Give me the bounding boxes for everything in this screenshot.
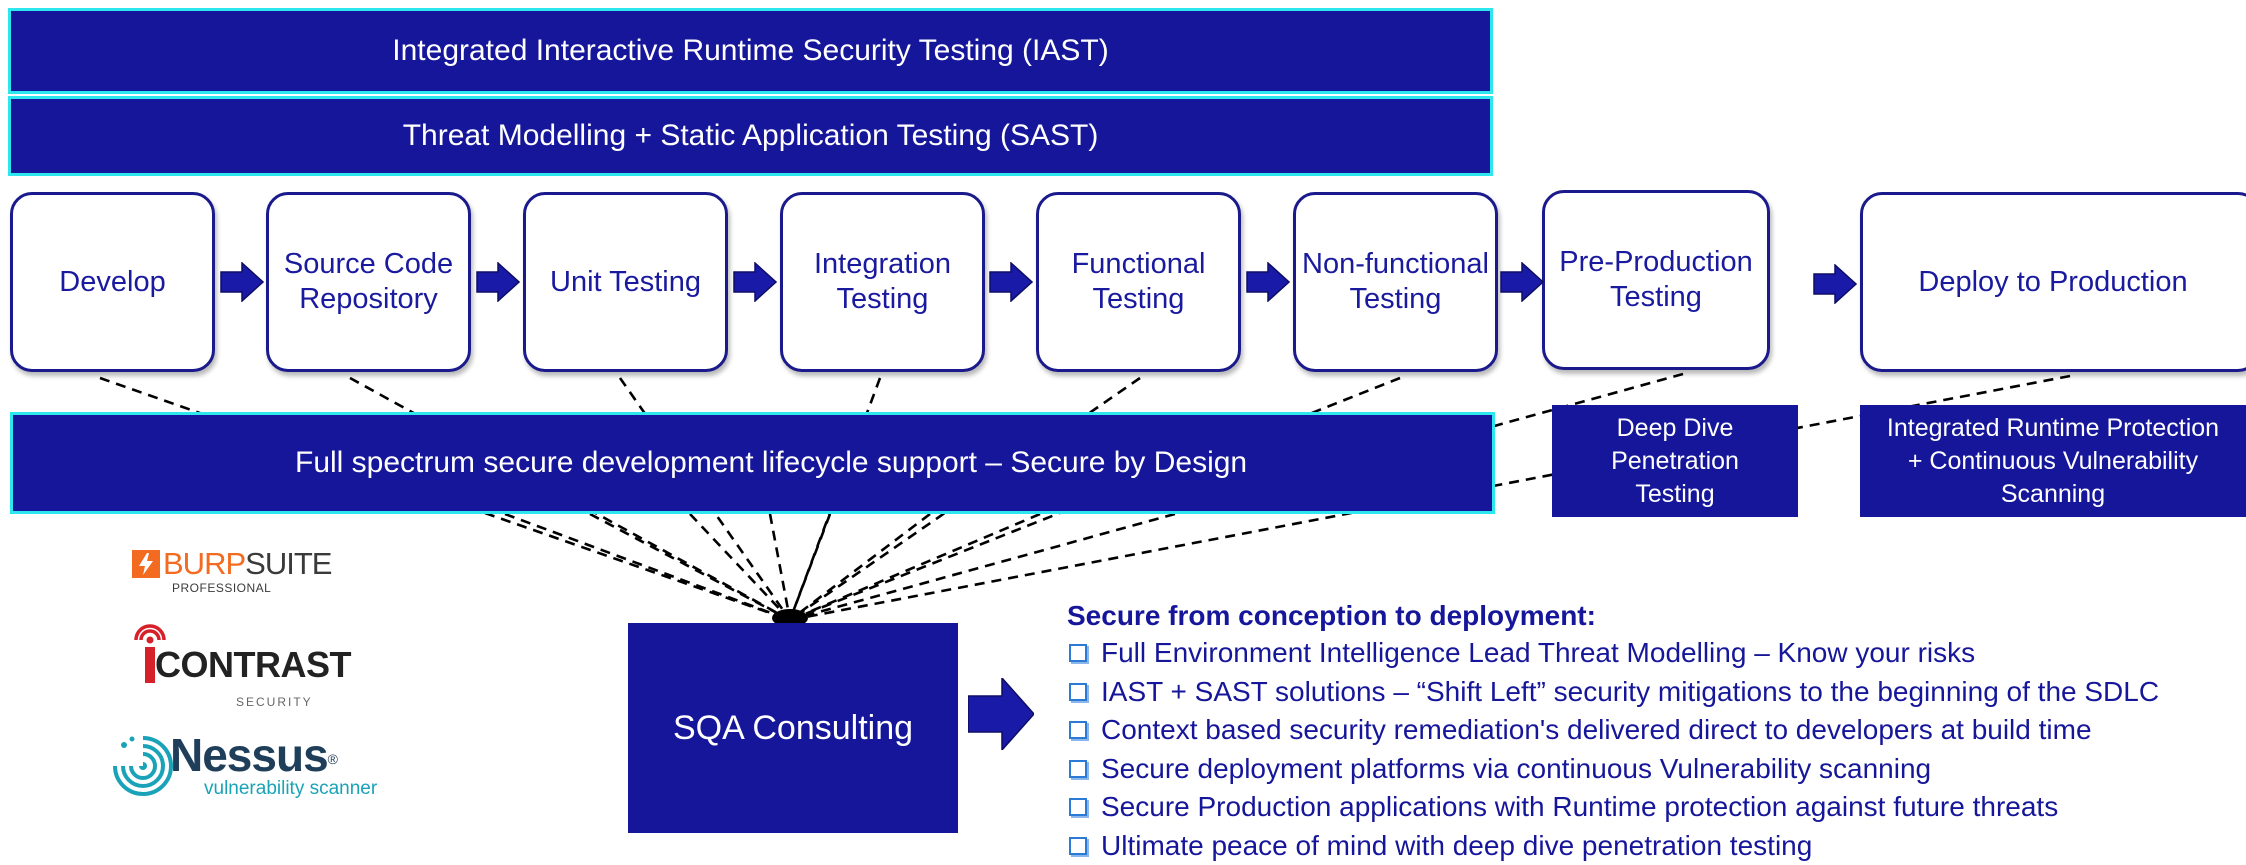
list-item: Full Environment Intelligence Lead Threa… <box>1067 634 2242 673</box>
burpsuite-name-part2: SUITE <box>245 546 331 581</box>
nessus-registered: ® <box>328 751 337 767</box>
checkbox-icon <box>1069 721 1087 739</box>
connector-line <box>690 514 790 620</box>
flow-arrow-icon <box>733 262 777 302</box>
summary-item-text: Secure Production applications with Runt… <box>1101 788 2058 827</box>
stage-label: Develop <box>59 265 165 300</box>
stage-label: Deploy to Production <box>1918 265 2187 300</box>
penetration-testing-box: Deep Dive Penetration Testing <box>1552 405 1798 517</box>
list-item: Ultimate peace of mind with deep dive pe… <box>1067 827 2242 865</box>
sqa-consulting-label: SQA Consulting <box>673 712 913 745</box>
burpsuite-name-part1: BURP <box>163 546 245 581</box>
lifecycle-bar: Full spectrum secure development lifecyc… <box>10 412 1495 514</box>
stage-functional-testing: Functional Testing <box>1036 192 1241 372</box>
summary-item-text: Full Environment Intelligence Lead Threa… <box>1101 634 1975 673</box>
arrow-right-icon <box>968 678 1034 750</box>
nessus-wordmark: Nessus <box>170 729 328 781</box>
nessus-tag: vulnerability scanner <box>204 778 377 800</box>
runtime-protection-box: Integrated Runtime Protection + Continuo… <box>1860 405 2246 517</box>
stage-deploy-to-production: Deploy to Production <box>1860 192 2246 372</box>
list-item: IAST + SAST solutions – “Shift Left” sec… <box>1067 673 2242 712</box>
burpsuite-icon <box>132 550 160 578</box>
contrast-logo: CONTRAST SECURITY <box>130 622 330 714</box>
nessus-logo: Nessus® vulnerability scanner <box>112 730 372 802</box>
connector-line <box>590 514 790 620</box>
stage-label: Functional Testing <box>1072 247 1206 317</box>
checkbox-icon <box>1069 644 1087 662</box>
summary-item-text: IAST + SAST solutions – “Shift Left” sec… <box>1101 673 2159 712</box>
checkbox-icon <box>1069 798 1087 816</box>
burpsuite-tag: PROFESSIONAL <box>172 581 271 595</box>
list-item: Secure Production applications with Runt… <box>1067 788 2242 827</box>
burpsuite-logo: BURPSUITE PROFESSIONAL <box>132 548 332 600</box>
flow-arrow-icon <box>1500 262 1544 302</box>
summary-item-text: Ultimate peace of mind with deep dive pe… <box>1101 827 1812 865</box>
checkbox-icon <box>1069 760 1087 778</box>
flow-arrow-icon <box>220 262 264 302</box>
contrast-tag: SECURITY <box>236 695 313 709</box>
summary-section: Secure from conception to deployment: Fu… <box>1067 598 2242 865</box>
nessus-name: Nessus® <box>170 730 337 780</box>
penetration-testing-label: Deep Dive Penetration Testing <box>1611 412 1739 511</box>
checkbox-icon <box>1069 683 1087 701</box>
stage-non-functional-testing: Non-functional Testing <box>1293 192 1498 372</box>
stage-label: Source Code Repository <box>284 247 453 317</box>
connector-line <box>790 514 1040 620</box>
flow-arrow-icon <box>1813 264 1857 304</box>
summary-list: Full Environment Intelligence Lead Threa… <box>1067 634 2242 865</box>
stage-unit-testing: Unit Testing <box>523 192 728 372</box>
list-item: Context based security remediation's del… <box>1067 711 2242 750</box>
summary-item-text: Context based security remediation's del… <box>1101 711 2092 750</box>
stage-label: Integration Testing <box>814 247 951 317</box>
list-item: Secure deployment platforms via continuo… <box>1067 750 2242 789</box>
sqa-consulting-box: SQA Consulting <box>628 623 958 833</box>
iast-bar-label: Integrated Interactive Runtime Security … <box>392 34 1108 68</box>
stage-label: Pre-Production Testing <box>1559 245 1752 315</box>
stage-label: Non-functional Testing <box>1302 247 1489 317</box>
stage-develop: Develop <box>10 192 215 372</box>
contrast-name: CONTRAST <box>155 644 351 686</box>
flow-arrow-icon <box>1246 262 1290 302</box>
flow-arrow-icon <box>476 262 520 302</box>
lifecycle-bar-label: Full spectrum secure development lifecyc… <box>295 446 1247 480</box>
flow-arrow-icon <box>989 262 1033 302</box>
runtime-protection-label: Integrated Runtime Protection + Continuo… <box>1887 412 2219 511</box>
sast-bar-label: Threat Modelling + Static Application Te… <box>403 119 1099 153</box>
summary-item-text: Secure deployment platforms via continuo… <box>1101 750 1931 789</box>
stage-pre-production-testing: Pre-Production Testing <box>1542 190 1770 370</box>
stage-integration-testing: Integration Testing <box>780 192 985 372</box>
summary-title: Secure from conception to deployment: <box>1067 598 2242 634</box>
iast-bar: Integrated Interactive Runtime Security … <box>8 8 1493 94</box>
stage-label: Unit Testing <box>550 265 701 300</box>
stage-source-code-repository: Source Code Repository <box>266 192 471 372</box>
connector-line <box>505 514 790 620</box>
checkbox-icon <box>1069 837 1087 855</box>
sast-bar: Threat Modelling + Static Application Te… <box>8 96 1493 176</box>
nessus-icon <box>112 735 174 797</box>
